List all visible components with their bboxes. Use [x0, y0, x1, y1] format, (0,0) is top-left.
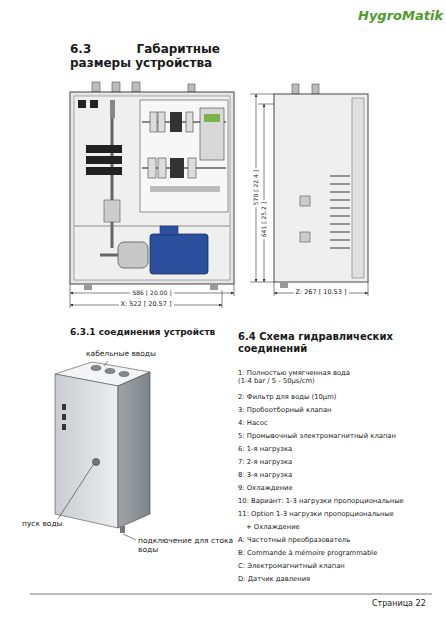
cooling-fin	[330, 175, 350, 176]
cabinet-perspective	[55, 362, 150, 533]
dimension: 570 [ 22.4 ]	[252, 168, 259, 207]
section-heading: 6.3 Габаритные размеры устройства	[70, 42, 220, 71]
dimension: Z: 267 [ 10.53 ]	[294, 289, 349, 297]
list-item: 11: Option 1-3 нагрузки пропорциональные	[238, 510, 394, 518]
dimension: X: 522 [ 20.57 ]	[119, 301, 174, 309]
list-item: 4: Насос	[238, 419, 268, 427]
list-item: 7: 2-я нагрузка	[238, 458, 292, 466]
cooling-fin	[330, 231, 350, 232]
cooling-fin	[330, 199, 350, 200]
list-item: B: Commande à mémoire programmable	[238, 549, 377, 557]
cooling-fin	[330, 191, 350, 192]
callout-label: кабельные вводы	[86, 349, 156, 358]
list-item: A: Частотный преобразователь	[238, 536, 350, 544]
dimension: 641 [ 25.2 ]	[260, 200, 267, 239]
page-number: Страница 22	[372, 599, 426, 609]
list-item: 10: Вариант: 1-3 нагрузки пропорциональн…	[238, 497, 404, 505]
subsection-heading: 6.3.1 соединения устройств	[70, 327, 215, 338]
cooling-fin	[330, 223, 350, 224]
brand-logo: HygroMatik	[358, 8, 443, 24]
cooling-fin	[330, 239, 350, 240]
list-item: 2: Фильтр для воды (10µm)	[238, 393, 336, 401]
callout-label: подключение для стока воды	[138, 536, 238, 554]
dimension: 586 [ 20.00 ]	[130, 289, 173, 296]
side-view	[274, 84, 368, 288]
dimension-lines	[70, 94, 368, 308]
list-item: 8: 3-я нагрузка	[238, 471, 292, 479]
section-heading: 6.4 Схема гидравлических соединений	[238, 331, 418, 355]
list-item: 9: Охлаждение	[238, 484, 293, 492]
leader-lines	[58, 361, 136, 540]
list-item: 6: 1-я нагрузка	[238, 445, 292, 453]
page-rule	[30, 594, 432, 595]
list-item: + Охлаждение	[246, 523, 300, 531]
cooling-fin	[330, 207, 350, 208]
front-view	[70, 82, 234, 290]
list-item: C: Электромагнитный клапан	[238, 562, 345, 570]
list-item: 3: Пробоотборный клапан	[238, 406, 332, 414]
list-item: 5: Промывочный электромагнитный клапан	[238, 432, 396, 440]
list-item: 1: Полностью умягченная вода (1-4 bar / …	[238, 369, 356, 385]
cooling-fin	[330, 247, 350, 248]
list-item: D: Датчик давления	[238, 575, 310, 583]
cooling-fin	[330, 183, 350, 184]
cooling-fin	[330, 215, 350, 216]
callout-label: пуск воды	[22, 519, 63, 528]
